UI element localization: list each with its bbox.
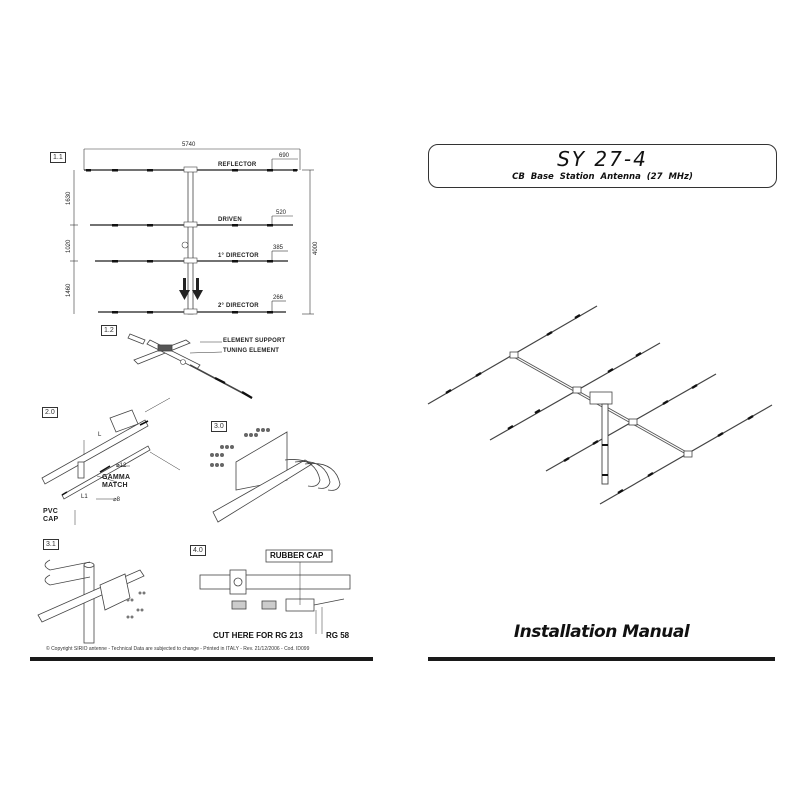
label-1st-director: 1° DIRECTOR bbox=[218, 253, 259, 259]
copyright-notice: © Copyright SIRIO antenne - Technical Da… bbox=[46, 646, 310, 652]
title-box: SY 27-4 CB Base Station Antenna (27 MHz) bbox=[428, 144, 777, 188]
left-footer-rule bbox=[30, 657, 373, 661]
label-cut-here-rg213: CUT HERE FOR RG 213 bbox=[213, 631, 303, 640]
label-match: MATCH bbox=[102, 482, 128, 489]
label-pvc: PVC bbox=[43, 508, 58, 515]
label-diameter-8: ⌀8 bbox=[113, 497, 120, 503]
label-2nd-director: 2° DIRECTOR bbox=[218, 303, 259, 309]
label-element-support: ELEMENT SUPPORT bbox=[223, 338, 286, 344]
figure-label-4-0: 4.0 bbox=[190, 545, 206, 556]
figure-label-1-2: 1.2 bbox=[101, 325, 117, 336]
product-title: SY 27-4 bbox=[557, 147, 648, 171]
label-cap: CAP bbox=[43, 516, 59, 523]
label-l1: L1 bbox=[81, 494, 88, 500]
label-gamma: GAMMA bbox=[102, 474, 131, 481]
label-rubber-cap: RUBBER CAP bbox=[270, 551, 324, 560]
dim-spacing-3: 1460 bbox=[66, 283, 72, 297]
label-diameter-12: ⌀12 bbox=[116, 463, 127, 469]
label-tuning-element: TUNING ELEMENT bbox=[223, 348, 280, 354]
figure-label-3-0: 3.0 bbox=[211, 421, 227, 432]
figure-label-1-1: 1.1 bbox=[50, 152, 66, 163]
product-subtitle: CB Base Station Antenna (27 MHz) bbox=[512, 172, 693, 182]
label-rg58: RG 58 bbox=[326, 631, 350, 640]
dim-reflector-tip: 690 bbox=[279, 153, 290, 159]
label-driven: DRIVEN bbox=[218, 217, 242, 223]
right-footer-rule bbox=[428, 657, 775, 661]
label-l: L bbox=[98, 432, 102, 438]
dim-overall-width: 5740 bbox=[182, 142, 196, 148]
dim-spacing-1: 1630 bbox=[66, 191, 72, 205]
figure-label-3-1: 3.1 bbox=[43, 539, 59, 550]
dim-overall-length: 4000 bbox=[313, 241, 319, 255]
dim-1st-director-tip: 385 bbox=[273, 245, 284, 251]
label-reflector: REFLECTOR bbox=[218, 162, 257, 168]
dim-2nd-director-tip: 266 bbox=[273, 295, 284, 301]
dim-spacing-2: 1020 bbox=[66, 239, 72, 253]
dim-driven-tip: 520 bbox=[276, 210, 287, 216]
figure-label-2-0: 2.0 bbox=[42, 407, 58, 418]
installation-manual-heading: Installation Manual bbox=[513, 622, 690, 642]
